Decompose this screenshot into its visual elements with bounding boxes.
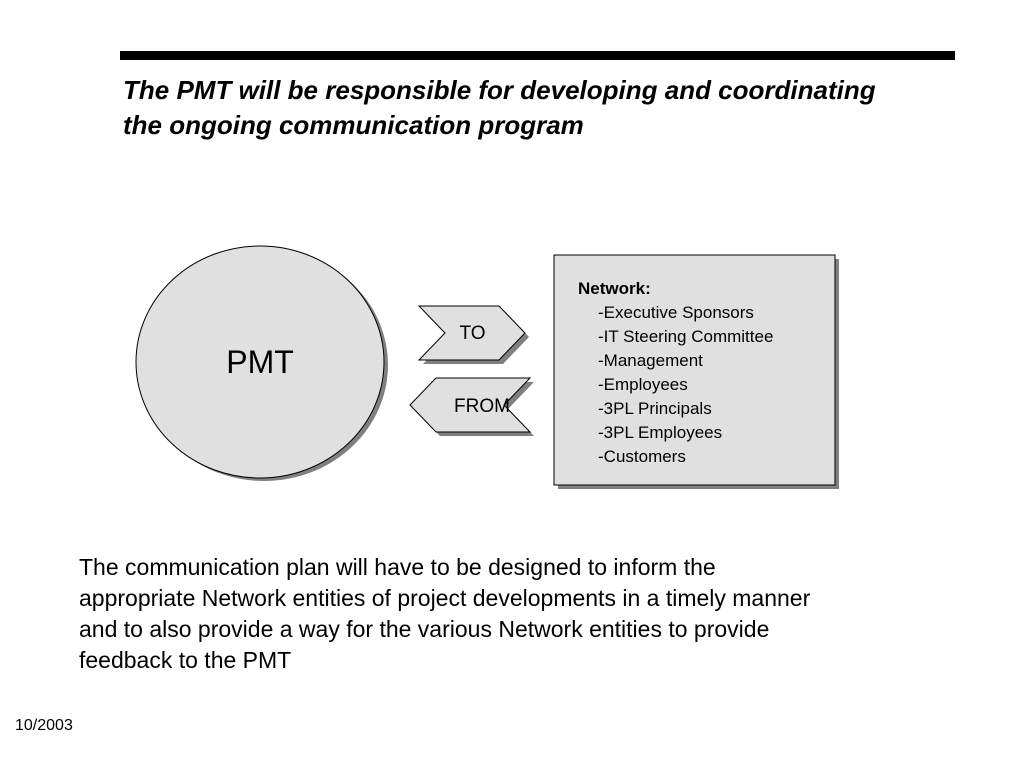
slide-title: The PMT will be responsible for developi… (123, 73, 983, 143)
from-arrow (409, 377, 532, 433)
network-item: -3PL Employees (598, 423, 723, 442)
network-item: -IT Steering Committee (598, 327, 774, 346)
to-arrow (417, 305, 526, 361)
body-line: and to also provide a way for the variou… (79, 616, 770, 642)
network-item: -Employees (598, 375, 688, 394)
title-line: the ongoing communication program (123, 110, 584, 140)
from-label: FROM (454, 396, 510, 417)
footer-date: 10/2003 (15, 717, 73, 734)
network-item: -3PL Principals (598, 399, 712, 418)
network-item: -Management (598, 351, 703, 370)
pmt-circle (135, 245, 385, 479)
network-list: -Executive Sponsors -IT Steering Committ… (578, 301, 828, 469)
network-box-frame (553, 254, 836, 486)
body-line: feedback to the PMT (79, 647, 292, 673)
network-item: -Customers (598, 447, 686, 466)
network-heading: Network: (578, 279, 651, 298)
top-rule (120, 51, 955, 60)
body-line: The communication plan will have to be d… (79, 554, 716, 580)
network-item: -Executive Sponsors (598, 303, 754, 322)
to-label: TO (459, 323, 486, 344)
body-paragraph: The communication plan will have to be d… (79, 552, 939, 676)
body-line: appropriate Network entities of project … (79, 585, 811, 611)
network-box: Network: -Executive Sponsors -IT Steerin… (578, 277, 828, 469)
pmt-label: PMT (226, 344, 294, 380)
title-line: The PMT will be responsible for developi… (123, 75, 876, 105)
